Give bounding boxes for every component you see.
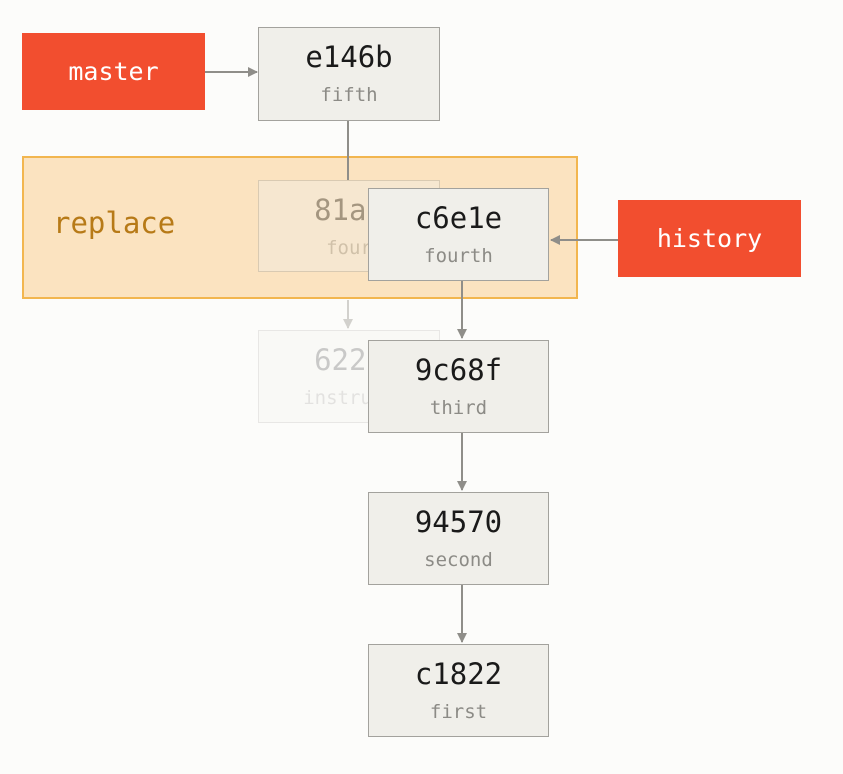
- commit-hash: c6e1e: [414, 201, 503, 235]
- master-text: master: [68, 57, 159, 86]
- commit-message: fifth: [320, 84, 378, 106]
- commit-c1822: c1822 first: [368, 644, 549, 737]
- commit-message: second: [424, 549, 493, 571]
- commit-message: four: [326, 237, 372, 259]
- commit-e146b: e146b fifth: [258, 27, 440, 121]
- history-text: history: [656, 224, 763, 253]
- history-branch-label: history: [618, 200, 801, 277]
- commit-hash: e146b: [305, 40, 393, 74]
- commit-hash: 94570: [414, 505, 503, 539]
- commit-c6e1e: c6e1e fourth: [368, 188, 549, 281]
- commit-hash: 9c68f: [414, 353, 503, 387]
- master-branch-label: master: [22, 33, 205, 110]
- commit-message: fourth: [424, 245, 493, 267]
- commit-message: first: [429, 701, 488, 723]
- commit-hash: c1822: [414, 657, 503, 691]
- commit-message: third: [429, 397, 488, 419]
- commit-9c68f: 9c68f third: [368, 340, 549, 433]
- commit-94570: 94570 second: [368, 492, 549, 585]
- replace-label: replace: [53, 206, 176, 240]
